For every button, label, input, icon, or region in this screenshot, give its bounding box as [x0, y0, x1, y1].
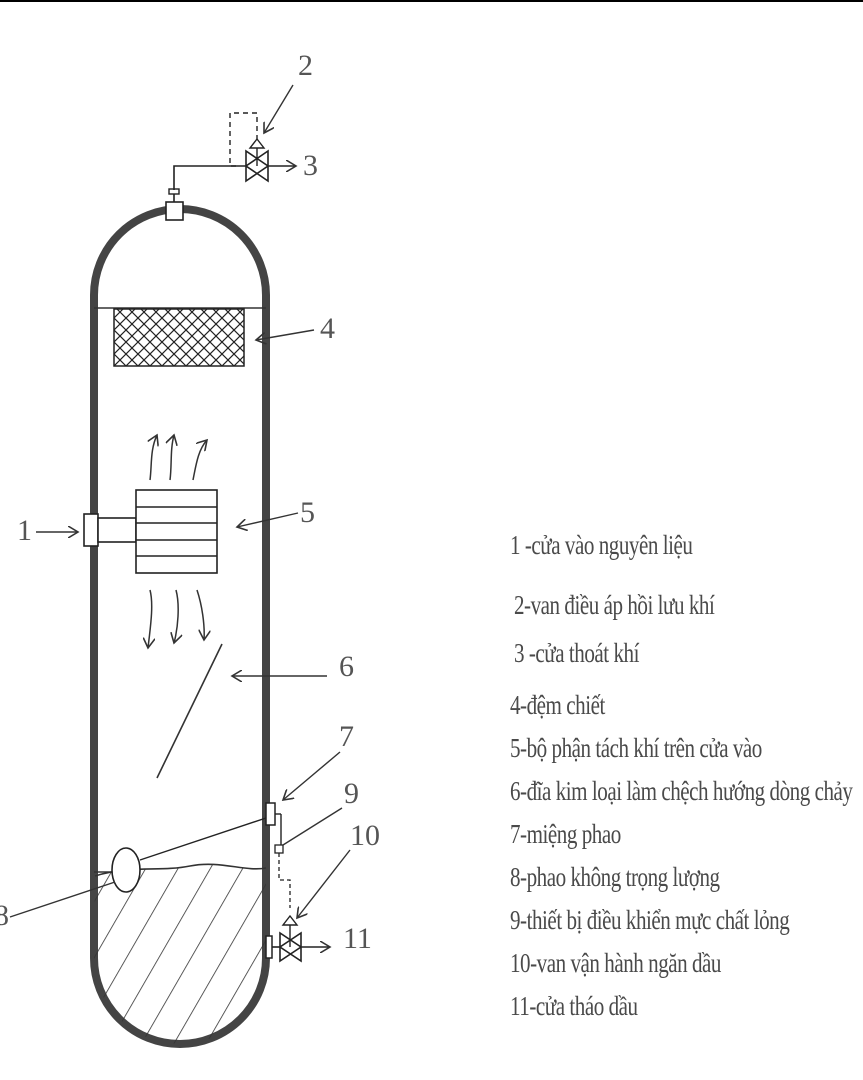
demister-pad: [113, 308, 245, 367]
callout-2: 2: [298, 49, 313, 82]
legend-item-3: 3 -cửa thoát khí: [514, 638, 639, 668]
oil-valve-icon: [278, 914, 303, 963]
callout-8: 8: [0, 899, 9, 932]
legend-item-7: 7-miệng phao: [510, 819, 621, 849]
callout-5: 5: [300, 496, 315, 529]
callout-11: 11: [343, 922, 372, 955]
float-port: [265, 802, 276, 826]
gas-outlet-assembly: [165, 112, 296, 221]
legend-item-10: 10-van vận hành ngăn dầu: [510, 948, 722, 978]
liquid-flow-arrows: [148, 589, 204, 648]
liquid-region: [94, 863, 267, 1044]
gas-flow-arrows: [150, 435, 207, 481]
legend-item-2: 2-van điều áp hồi lưu khí: [514, 590, 715, 620]
legend-item-4: 4-đệm chiết: [510, 690, 605, 720]
oil-outlet-assembly: [265, 914, 330, 963]
inlet-nozzle: [83, 513, 99, 547]
legend-item-5: 5-bộ phận tách khí trên cửa vào: [510, 733, 762, 763]
callout-10: 10: [350, 819, 380, 852]
inlet-diverter: [135, 489, 218, 574]
callout-4: 4: [320, 312, 335, 345]
callout-3: 3: [303, 149, 318, 182]
top-nozzle: [165, 201, 184, 221]
legend-item-1: 1 -cửa vào nguyên liệu: [510, 530, 693, 560]
deflector-plate: [156, 643, 223, 779]
level-control-assembly: [111, 802, 291, 908]
inlet-assembly: [83, 489, 218, 574]
bottom-nozzle: [265, 935, 273, 959]
callout-1: 1: [17, 514, 32, 547]
callout-leaders: [9, 84, 351, 918]
callout-7: 7: [339, 720, 354, 753]
legend-item-8: 8-phao không trọng lượng: [510, 862, 720, 892]
callout-6: 6: [339, 650, 354, 683]
legend-item-11: 11-cửa tháo dầu: [510, 991, 638, 1021]
pressure-valve-icon: [244, 137, 270, 183]
callout-9: 9: [344, 777, 359, 810]
float-ball: [111, 847, 141, 893]
legend-item-9: 9-thiết bị điều khiển mực chất lỏng: [510, 905, 790, 935]
level-controller: [274, 844, 284, 854]
legend-item-6: 6-đĩa kim loại làm chệch hướng dòng chảy: [510, 776, 853, 806]
